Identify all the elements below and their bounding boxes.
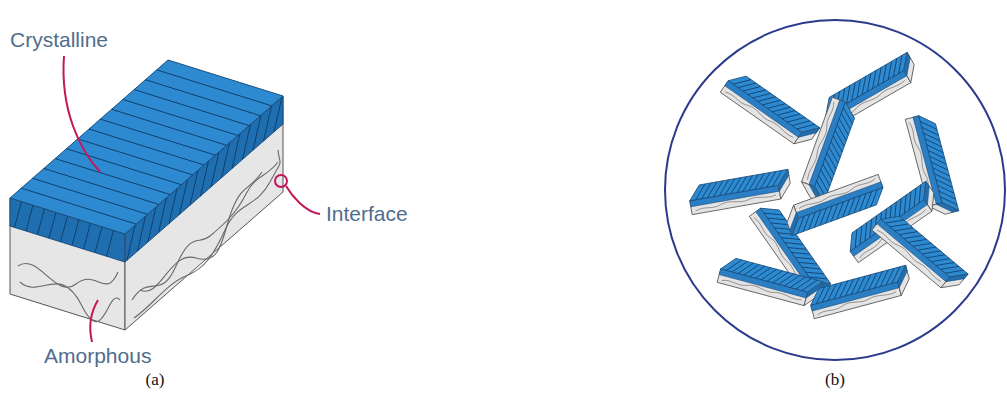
stripe-line <box>15 202 22 228</box>
stripe-line <box>201 161 209 196</box>
stripe-line <box>72 220 79 246</box>
stripe-line <box>222 143 230 178</box>
subfigure-label: (b) <box>825 370 845 389</box>
stripe-line <box>21 188 136 224</box>
stripe-line <box>100 119 215 155</box>
stripe-line <box>169 189 177 224</box>
stripe-line <box>44 168 159 204</box>
stripe-line <box>232 134 240 169</box>
stripe-line <box>61 216 68 242</box>
stripe-line <box>243 124 251 159</box>
stripe-line <box>134 90 249 126</box>
stripe-line <box>38 209 45 235</box>
stripe-line <box>107 230 114 256</box>
stripe-line <box>78 139 193 175</box>
stripe-line <box>95 227 102 253</box>
stripe-line <box>159 198 167 233</box>
stripe-line <box>127 225 135 260</box>
stripe-line <box>190 170 198 205</box>
stripe-line <box>123 99 238 135</box>
label-slot: (a) <box>146 370 165 390</box>
leader-lines <box>63 56 320 342</box>
stripe-line <box>157 70 272 106</box>
stripe-line <box>55 159 170 195</box>
part-label: Interface <box>326 202 408 225</box>
stripe-line <box>253 115 261 150</box>
stripe-line <box>138 216 146 251</box>
stripe-line <box>211 152 219 187</box>
stripe-line <box>26 205 33 231</box>
stripe-line <box>49 212 56 238</box>
stripe-line <box>274 97 282 132</box>
lamella-block <box>10 60 287 330</box>
stripe-line <box>84 223 91 249</box>
aggregate-circle <box>665 20 1005 360</box>
stripe-line <box>66 149 181 185</box>
stripe-line <box>180 179 188 214</box>
part-label: Amorphous <box>44 344 151 367</box>
lamella-aggregate <box>687 52 968 318</box>
stripe-line <box>145 80 260 116</box>
label-slot: Amorphous <box>44 344 151 368</box>
stripe-line <box>33 178 148 214</box>
amorphous-chains <box>18 150 280 322</box>
part-label: Crystalline <box>10 28 108 51</box>
stripe-line <box>112 109 227 145</box>
stripe-line <box>89 129 204 165</box>
stripe-line <box>264 106 272 141</box>
label-slot: Interface <box>326 202 408 226</box>
subfigure-label: (a) <box>146 370 165 389</box>
stripe-line <box>148 207 156 242</box>
crystal-stripes <box>15 70 283 260</box>
label-slot: Crystalline <box>10 28 108 52</box>
label-slot: (b) <box>825 370 845 390</box>
